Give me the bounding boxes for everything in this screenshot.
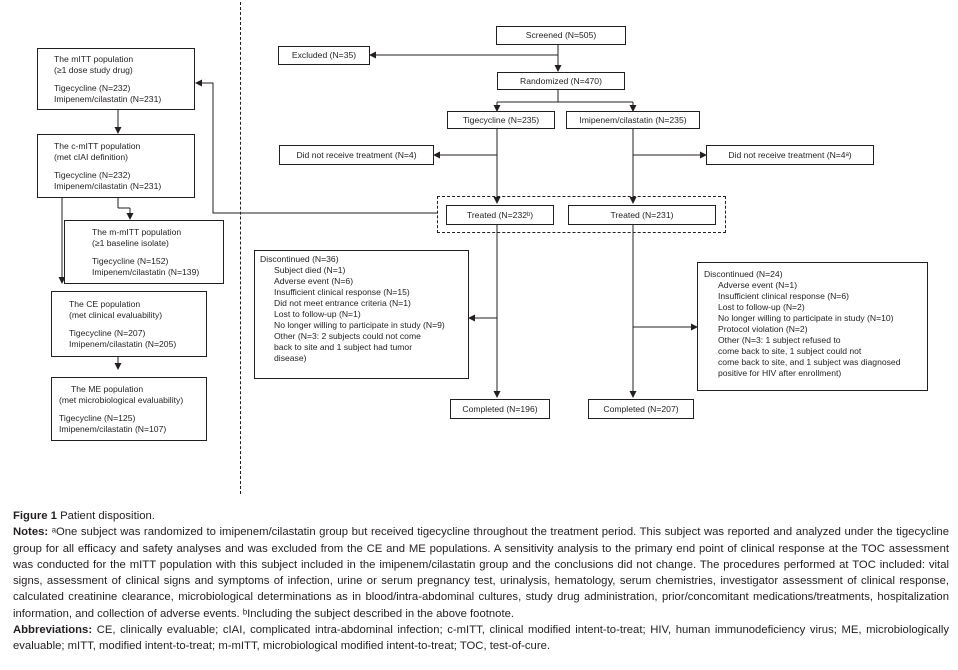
cmitt-population-box: The c-mITT population (met cIAI definiti…: [37, 134, 195, 198]
mitt-subtitle: (≥1 dose study drug): [54, 65, 133, 75]
me-imipenem: Imipenem/cilastatin (N=107): [59, 424, 167, 434]
completed-imipenem-label: Completed (N=207): [603, 403, 679, 414]
notes-label: Notes:: [13, 526, 49, 539]
imipenem-arm-box: Imipenem/cilastatin (N=235): [566, 111, 700, 129]
notes-paragraph: Notes: ᵃOne subject was randomized to im…: [13, 524, 949, 622]
ce-subtitle: (met clinical evaluability): [69, 310, 163, 320]
figure-label: Figure 1: [13, 510, 57, 522]
treated-dashed-group: [437, 196, 726, 233]
randomized-label: Randomized (N=470): [520, 75, 602, 86]
excluded-label: Excluded (N=35): [291, 50, 357, 60]
discontinued-imipenem-item: positive for HIV after enrollment): [718, 368, 842, 378]
no-treatment-tigecycline-label: Did not receive treatment (N=4): [296, 149, 417, 160]
discontinued-tigecycline-item: Adverse event (N=6): [274, 276, 354, 286]
no-treatment-imipenem-label: Did not receive treatment (N=4ᵃ): [728, 149, 852, 160]
notes-text: ᵃOne subject was randomized to imipenem/…: [13, 526, 949, 620]
completed-imipenem-box: Completed (N=207): [588, 399, 694, 419]
tigecycline-arm-box: Tigecycline (N=235): [447, 111, 555, 129]
cmitt-tigecycline: Tigecycline (N=232): [54, 170, 131, 180]
mmitt-subtitle: (≥1 baseline isolate): [92, 238, 169, 248]
ce-title: The CE population: [69, 299, 141, 309]
me-title: The ME population: [71, 384, 144, 394]
discontinued-imipenem-item: Insufficient clinical response (N=6): [718, 291, 849, 301]
discontinued-tigecycline-item: Subject died (N=1): [274, 265, 346, 275]
abbreviations-label: Abbreviations:: [13, 624, 93, 637]
mitt-title: The mITT population: [54, 54, 134, 64]
discontinued-imipenem-box: Discontinued (N=24) Adverse event (N=1) …: [697, 262, 928, 391]
cmitt-imipenem: Imipenem/cilastatin (N=231): [54, 181, 162, 191]
randomized-box: Randomized (N=470): [497, 72, 625, 90]
discontinued-imipenem-item: come back to site, 1 subject could not: [718, 346, 862, 356]
discontinued-tigecycline-item: Insufficient clinical response (N=15): [274, 287, 410, 297]
discontinued-tigecycline-item: Lost to follow-up (N=1): [274, 309, 361, 319]
discontinued-tigecycline-item: back to site and 1 subject had tumor: [274, 342, 413, 352]
treated-tigecycline-box: Treated (N=232ᵇ): [446, 205, 554, 225]
discontinued-imipenem-item: Protocol violation (N=2): [718, 324, 808, 334]
abbreviations-paragraph: Abbreviations: CE, clinically evaluable;…: [13, 622, 949, 655]
tigecycline-arm-label: Tigecycline (N=235): [462, 114, 540, 125]
discontinued-tigecycline-box: Discontinued (N=36) Subject died (N=1) A…: [254, 250, 469, 379]
discontinued-imipenem-item: come back to site, and 1 subject was dia…: [718, 357, 901, 367]
imipenem-arm-label: Imipenem/cilastatin (N=235): [579, 114, 687, 125]
completed-tigecycline-box: Completed (N=196): [450, 399, 550, 419]
mmitt-title: The m-mITT population: [92, 227, 182, 237]
figure-caption: Figure 1 Patient disposition. Notes: ᵃOn…: [13, 508, 949, 655]
screened-box: Screened (N=505): [496, 26, 626, 45]
discontinued-imipenem-item: Other (N=3: 1 subject refused to: [718, 335, 841, 345]
discontinued-imipenem-item: Adverse event (N=1): [718, 280, 798, 290]
screened-label: Screened (N=505): [525, 30, 597, 40]
mitt-tigecycline: Tigecycline (N=232): [54, 83, 131, 93]
mmitt-population-box: The m-mITT population (≥1 baseline isola…: [64, 220, 224, 284]
mmitt-tigecycline: Tigecycline (N=152): [92, 256, 169, 266]
mitt-population-box: The mITT population (≥1 dose study drug)…: [37, 48, 195, 110]
me-subtitle: (met microbiological evaluability): [59, 395, 184, 405]
arrow-treated-to-mitt: [195, 79, 437, 214]
discontinued-tigecycline-item: Did not meet entrance criteria (N=1): [274, 298, 411, 308]
no-treatment-imipenem-box: Did not receive treatment (N=4ᵃ): [706, 145, 874, 165]
divider-line: [240, 2, 241, 494]
completed-tigecycline-label: Completed (N=196): [462, 403, 538, 414]
cmitt-title: The c-mITT population: [54, 141, 141, 151]
cmitt-subtitle: (met cIAI definition): [54, 152, 129, 162]
mitt-imipenem: Imipenem/cilastatin (N=231): [54, 94, 162, 104]
discontinued-imipenem-title: Discontinued (N=24): [704, 269, 783, 279]
discontinued-tigecycline-item: Other (N=3: 2 subjects could not come: [274, 331, 421, 341]
figure-title: Patient disposition.: [60, 510, 155, 522]
mmitt-imipenem: Imipenem/cilastatin (N=139): [92, 267, 200, 277]
me-tigecycline: Tigecycline (N=125): [59, 413, 136, 423]
excluded-box: Excluded (N=35): [278, 46, 370, 65]
treated-tigecycline-label: Treated (N=232ᵇ): [466, 209, 534, 220]
discontinued-imipenem-item: Lost to follow-up (N=2): [718, 302, 805, 312]
ce-imipenem: Imipenem/cilastatin (N=205): [69, 339, 177, 349]
ce-population-box: The CE population (met clinical evaluabi…: [51, 291, 207, 357]
patient-disposition-diagram: The mITT population (≥1 dose study drug)…: [37, 2, 928, 494]
figure-title-line: Figure 1 Patient disposition.: [13, 508, 949, 524]
abbreviations-text: CE, clinically evaluable; cIAI, complica…: [13, 624, 950, 653]
treated-imipenem-box: Treated (N=231): [568, 205, 716, 225]
me-population-box: The ME population (met microbiological e…: [51, 377, 207, 441]
discontinued-tigecycline-item: No longer willing to participate in stud…: [274, 320, 445, 330]
discontinued-tigecycline-title: Discontinued (N=36): [260, 254, 339, 264]
treated-imipenem-label: Treated (N=231): [610, 209, 674, 220]
connector-lines: [58, 45, 707, 398]
ce-tigecycline: Tigecycline (N=207): [69, 328, 146, 338]
discontinued-tigecycline-item: disease): [274, 353, 307, 363]
discontinued-imipenem-item: No longer willing to participate in stud…: [718, 313, 894, 323]
no-treatment-tigecycline-box: Did not receive treatment (N=4): [279, 145, 434, 165]
